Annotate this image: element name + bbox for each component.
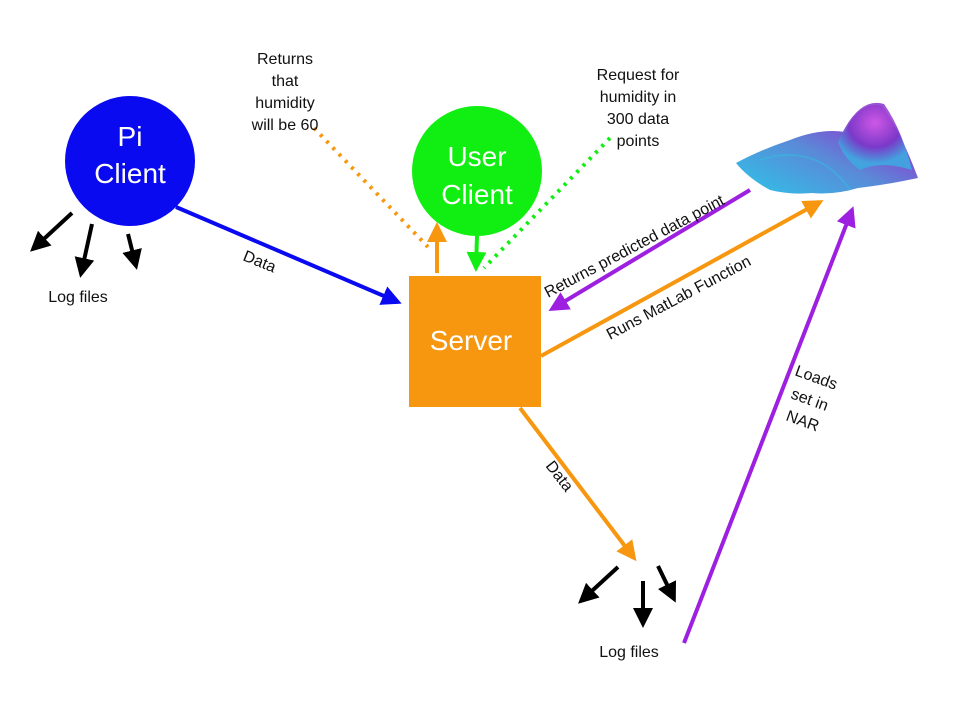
request-humidity-line2: humidity in <box>600 89 676 106</box>
pi-log-arrow-3 <box>122 233 142 270</box>
user-client-label-line2: Client <box>441 179 513 210</box>
pi-client-label-line1: Pi <box>118 121 143 152</box>
user-to-server-arrow <box>466 235 487 272</box>
pi-to-server-arrow <box>175 205 402 305</box>
loads-set-line3: NAR <box>784 408 822 436</box>
request-humidity-line3: 300 data <box>607 111 669 128</box>
bottom-log-arrow-3 <box>656 565 677 603</box>
pi-log-arrow-1 <box>30 211 74 252</box>
server-node: Server <box>409 276 541 407</box>
user-client-label-line1: User <box>447 141 506 172</box>
log-files-bottom-label: Log files <box>599 644 659 661</box>
pi-client-node: Pi Client <box>65 96 195 226</box>
logs-to-plot-arrow <box>682 206 856 644</box>
surface-plot-icon <box>736 102 918 194</box>
log-files-left-label: Log files <box>48 289 108 306</box>
request-humidity-callout <box>482 136 612 270</box>
loads-set-text: Loads set in NAR <box>784 363 840 436</box>
pi-client-label-line2: Client <box>94 158 166 189</box>
user-client-circle <box>412 106 542 236</box>
bottom-log-arrow-1 <box>578 565 620 604</box>
returns-humidity-callout <box>312 126 430 249</box>
request-humidity-text: Request for humidity in 300 data points <box>597 67 680 150</box>
request-humidity-line1: Request for <box>597 67 680 84</box>
data-label-server-logs: Data <box>542 458 576 495</box>
server-to-plot-arrow <box>540 200 824 358</box>
pi-log-arrow-2 <box>74 223 95 278</box>
plot-to-server-arrow <box>548 188 752 312</box>
pi-client-circle <box>65 96 195 226</box>
returns-humidity-line1: Returns <box>257 51 313 68</box>
surface-plot-ridge <box>759 154 851 191</box>
returns-humidity-line2: that <box>272 73 299 90</box>
returns-humidity-line3: humidity <box>255 95 315 112</box>
returns-humidity-text: Returns that humidity will be 60 <box>251 51 319 134</box>
surface-plot-peak <box>838 102 912 170</box>
server-to-logs-arrow <box>518 406 637 562</box>
user-client-node: User Client <box>412 106 542 236</box>
data-label-pi-server: Data <box>241 248 279 276</box>
server-label: Server <box>430 325 512 356</box>
returns-humidity-line4: will be 60 <box>251 117 319 134</box>
request-humidity-line4: points <box>617 133 660 150</box>
server-box <box>409 276 541 407</box>
